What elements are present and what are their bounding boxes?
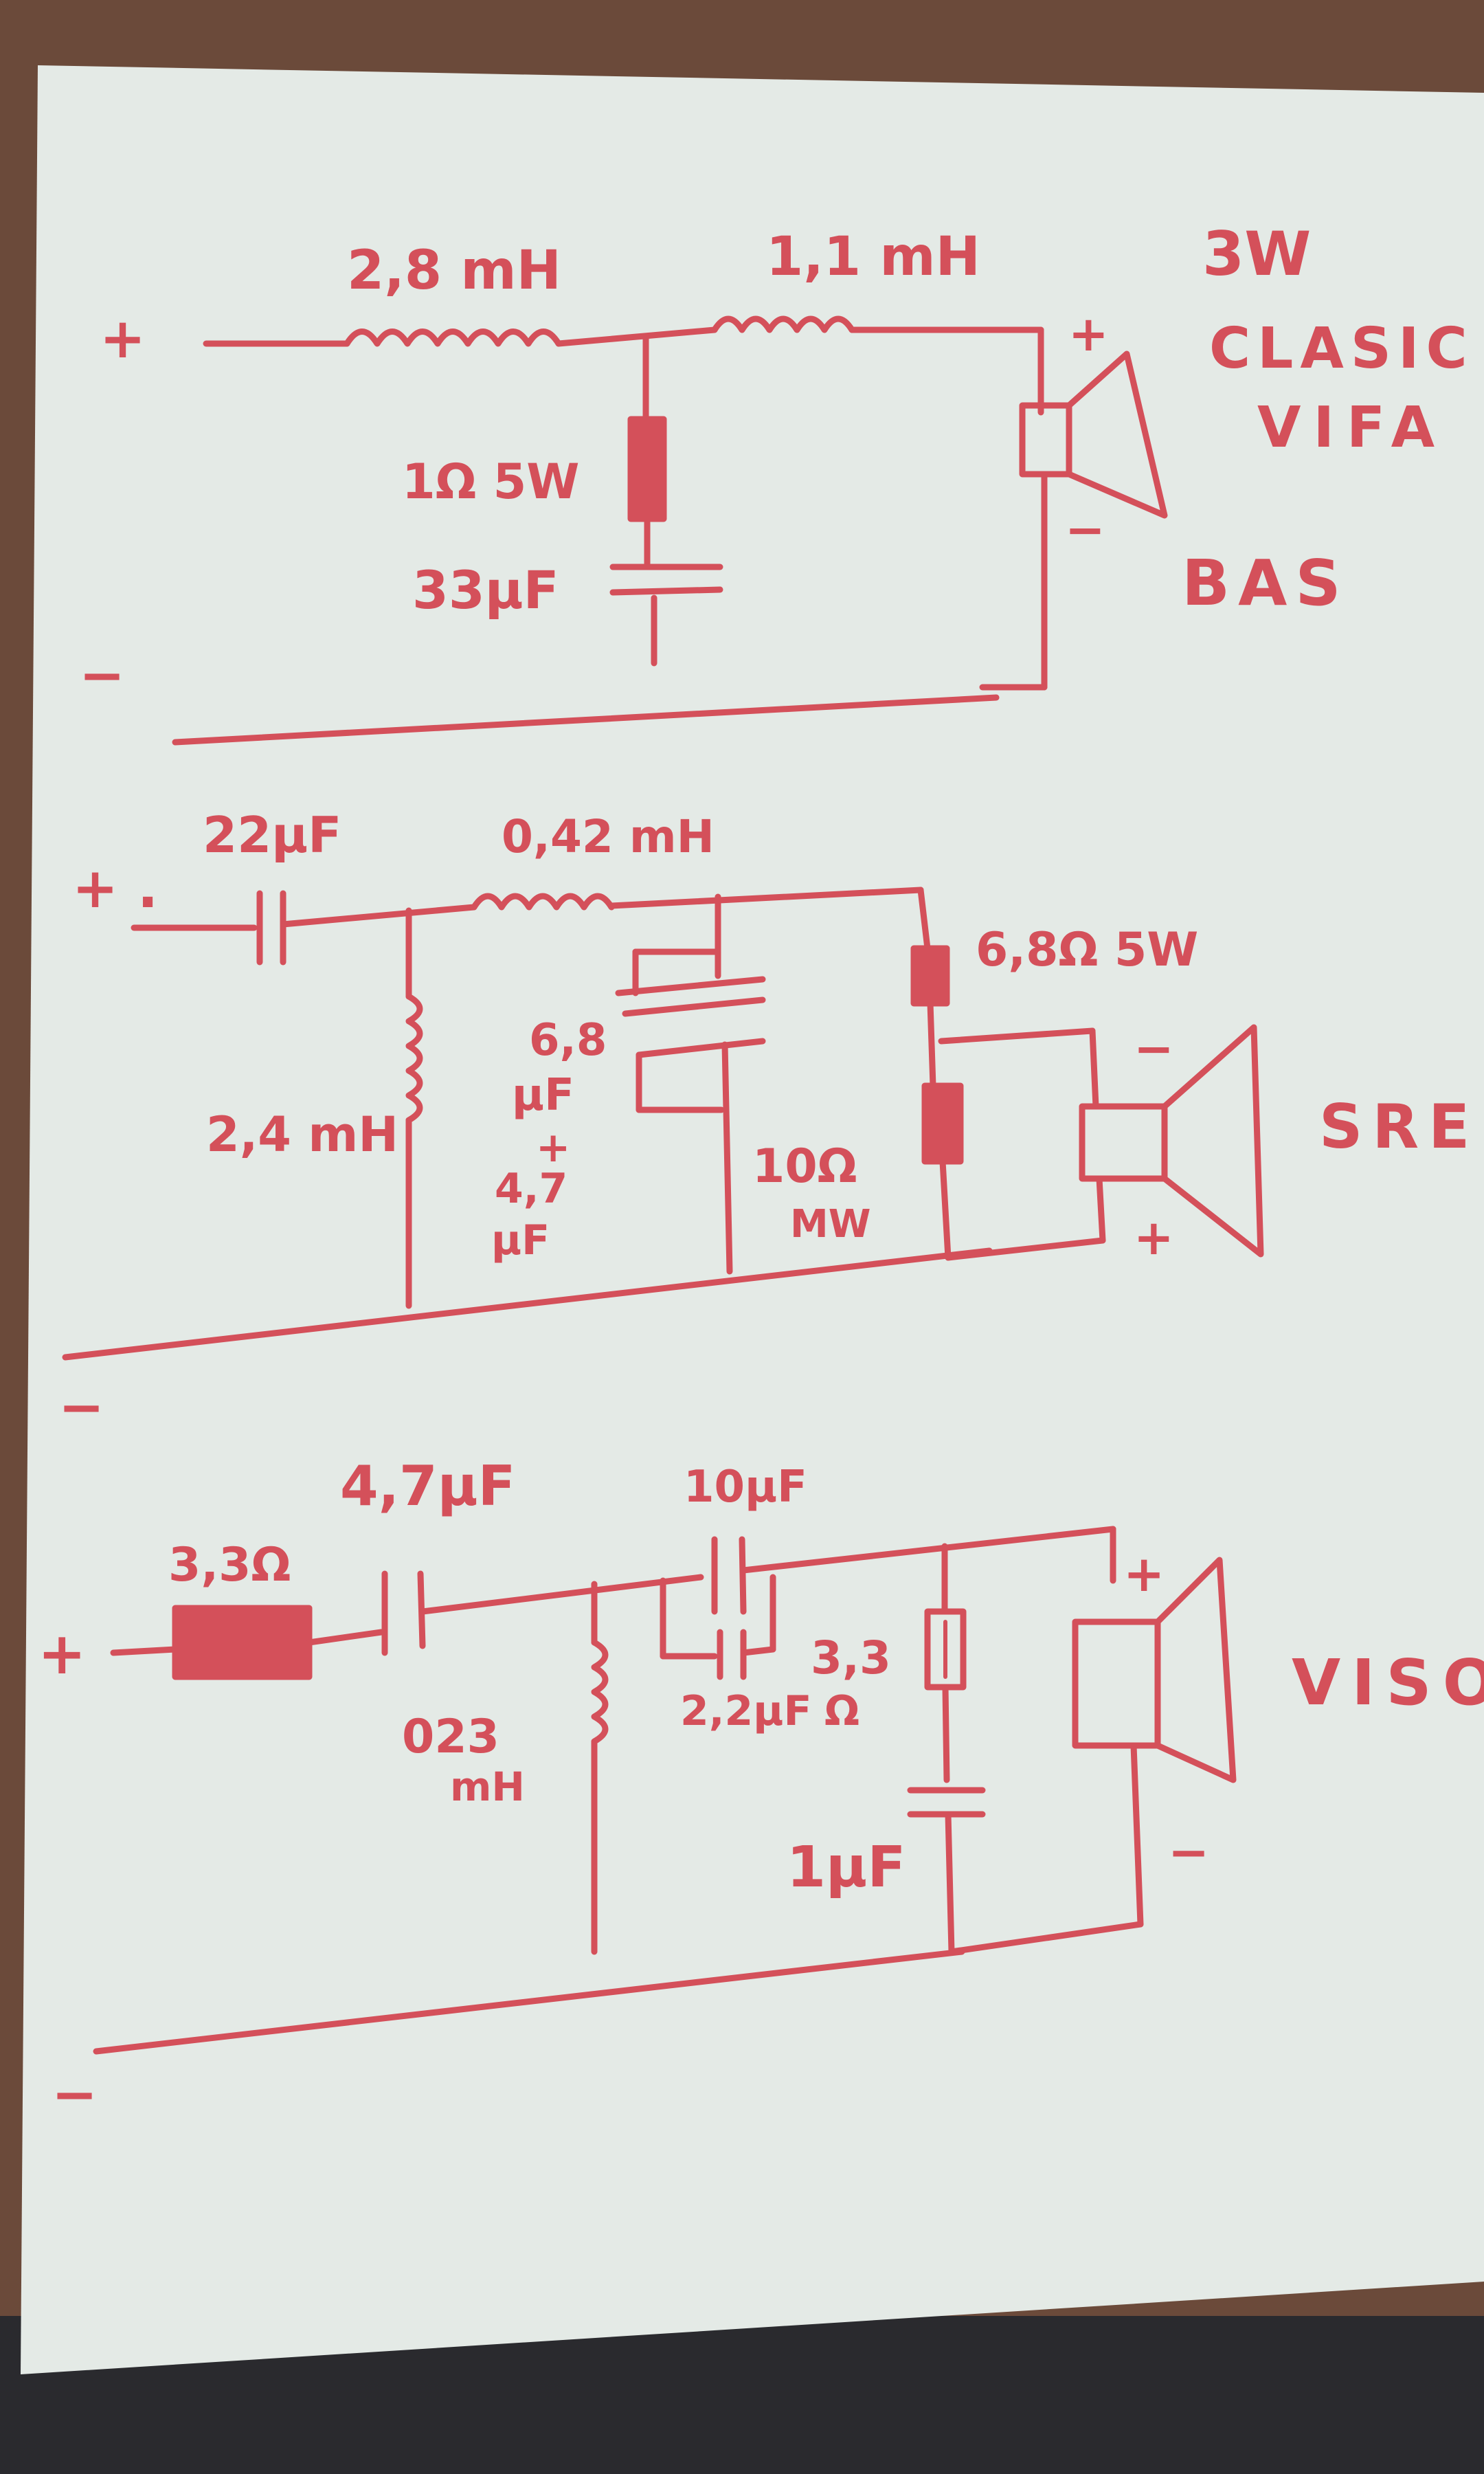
mid-capacitor-3-value: 4,7 (495, 1165, 567, 1213)
mid-capacitor-2-plate-2 (622, 996, 766, 1017)
high-capacitor-2-label: 10μF (684, 1462, 807, 1513)
high-capacitor-1-label: 4,7μF (340, 1454, 515, 1518)
high-capacitor-3-label: 2,2μF (680, 1687, 811, 1735)
bass-labels: + − 2,8 mH 1,1 mH 1Ω 5W 33μF + − 3W CLAS… (79, 219, 1474, 707)
high-capacitor-4-label: 1μF (787, 1835, 906, 1900)
mid-capacitor-3-unit: μF (491, 1216, 550, 1264)
high-inductor-1-value: 023 (402, 1710, 499, 1764)
high-speaker-cone (1154, 1557, 1237, 1783)
high-speaker-plus: + (1123, 1545, 1165, 1603)
mid-speaker-plus: + (1134, 1210, 1174, 1266)
high-resistor-1-label: 3,3Ω (168, 1538, 291, 1592)
high-plus-terminal: + (38, 1620, 86, 1687)
bass-resistor-label: 1Ω 5W (402, 454, 580, 510)
high-capacitor-2-plate-2 (739, 1536, 747, 1615)
high-labels: + − 3,3Ω 4,7μF 10μF 2,2μF 3,3 Ω 023 mH 1… (38, 1454, 1484, 2126)
bass-circuit (172, 315, 1168, 746)
bass-speaker-cone (1066, 350, 1168, 519)
mid-capacitor-2-value: 6,8 (529, 1015, 607, 1066)
mid-inductor-1-label: 0,42 mH (502, 810, 715, 863)
paper-sheet (21, 65, 1484, 2374)
high-resistor-2-value: 3,3 (811, 1631, 891, 1684)
bass-resistor (627, 416, 667, 522)
bass-note-brand: VIFA (1257, 395, 1447, 460)
mid-capacitor-plus: + (536, 1124, 570, 1172)
bass-inductor-1 (344, 328, 562, 347)
high-inductor-1-unit: mH (450, 1763, 525, 1810)
mid-resistor-10-type: MW (790, 1202, 871, 1247)
bass-inductor-1-label: 2,8 mH (347, 240, 561, 302)
high-resistor-2-unit: Ω (824, 1687, 859, 1735)
mid-resistor-10 (921, 1082, 964, 1165)
bass-inductor-2 (711, 315, 855, 333)
mid-capacitor-3-plate-1 (636, 1038, 766, 1058)
mid-capacitor-2-plate-1 (615, 976, 766, 996)
bass-plus-terminal: + (100, 307, 146, 370)
mid-resistor-6-8-label: 6,8Ω 5W (976, 923, 1198, 977)
bass-inductor-2-label: 1,1 mH (766, 226, 980, 288)
bass-note-model: CLASIC (1209, 316, 1474, 381)
mid-minus-terminal: − (58, 1375, 104, 1439)
mid-capacitor-2-unit: μF (512, 1070, 574, 1121)
mid-plus-terminal: + . (72, 856, 158, 920)
mid-section-name: SRED (1319, 1091, 1484, 1162)
mid-capacitor-1-label: 22μF (203, 806, 341, 864)
bass-minus-terminal: − (79, 643, 125, 707)
high-section-name: VISO (1292, 1646, 1484, 1719)
bass-section-name: BAS (1182, 546, 1349, 620)
bass-capacitor-plate-2 (609, 586, 723, 596)
bass-speaker-minus: − (1065, 502, 1105, 558)
high-inductor-1 (591, 1639, 609, 1745)
high-speaker-minus: − (1168, 1823, 1209, 1881)
bass-speaker-plus: + (1068, 306, 1109, 362)
mid-inductor-2 (405, 993, 423, 1124)
mid-inductor-2-label: 2,4 mH (206, 1106, 398, 1163)
mid-speaker-minus: − (1134, 1021, 1174, 1077)
mid-inductor-1 (471, 893, 615, 911)
bass-capacitor-label: 33μF (412, 559, 559, 621)
high-minus-terminal: − (52, 2062, 98, 2126)
bass-note-power: 3W (1202, 219, 1311, 289)
mid-resistor-10-value: 10Ω (752, 1139, 857, 1194)
high-circuit (93, 1526, 1237, 2055)
mid-speaker-cone (1161, 1024, 1264, 1258)
mid-labels: + . − 22μF 0,42 mH 2,4 mH 6,8 μF + 4,7 μ… (58, 806, 1484, 1439)
mid-resistor-6-8 (910, 945, 950, 1007)
mid-circuit (62, 887, 1264, 1361)
high-resistor-1 (172, 1605, 313, 1680)
